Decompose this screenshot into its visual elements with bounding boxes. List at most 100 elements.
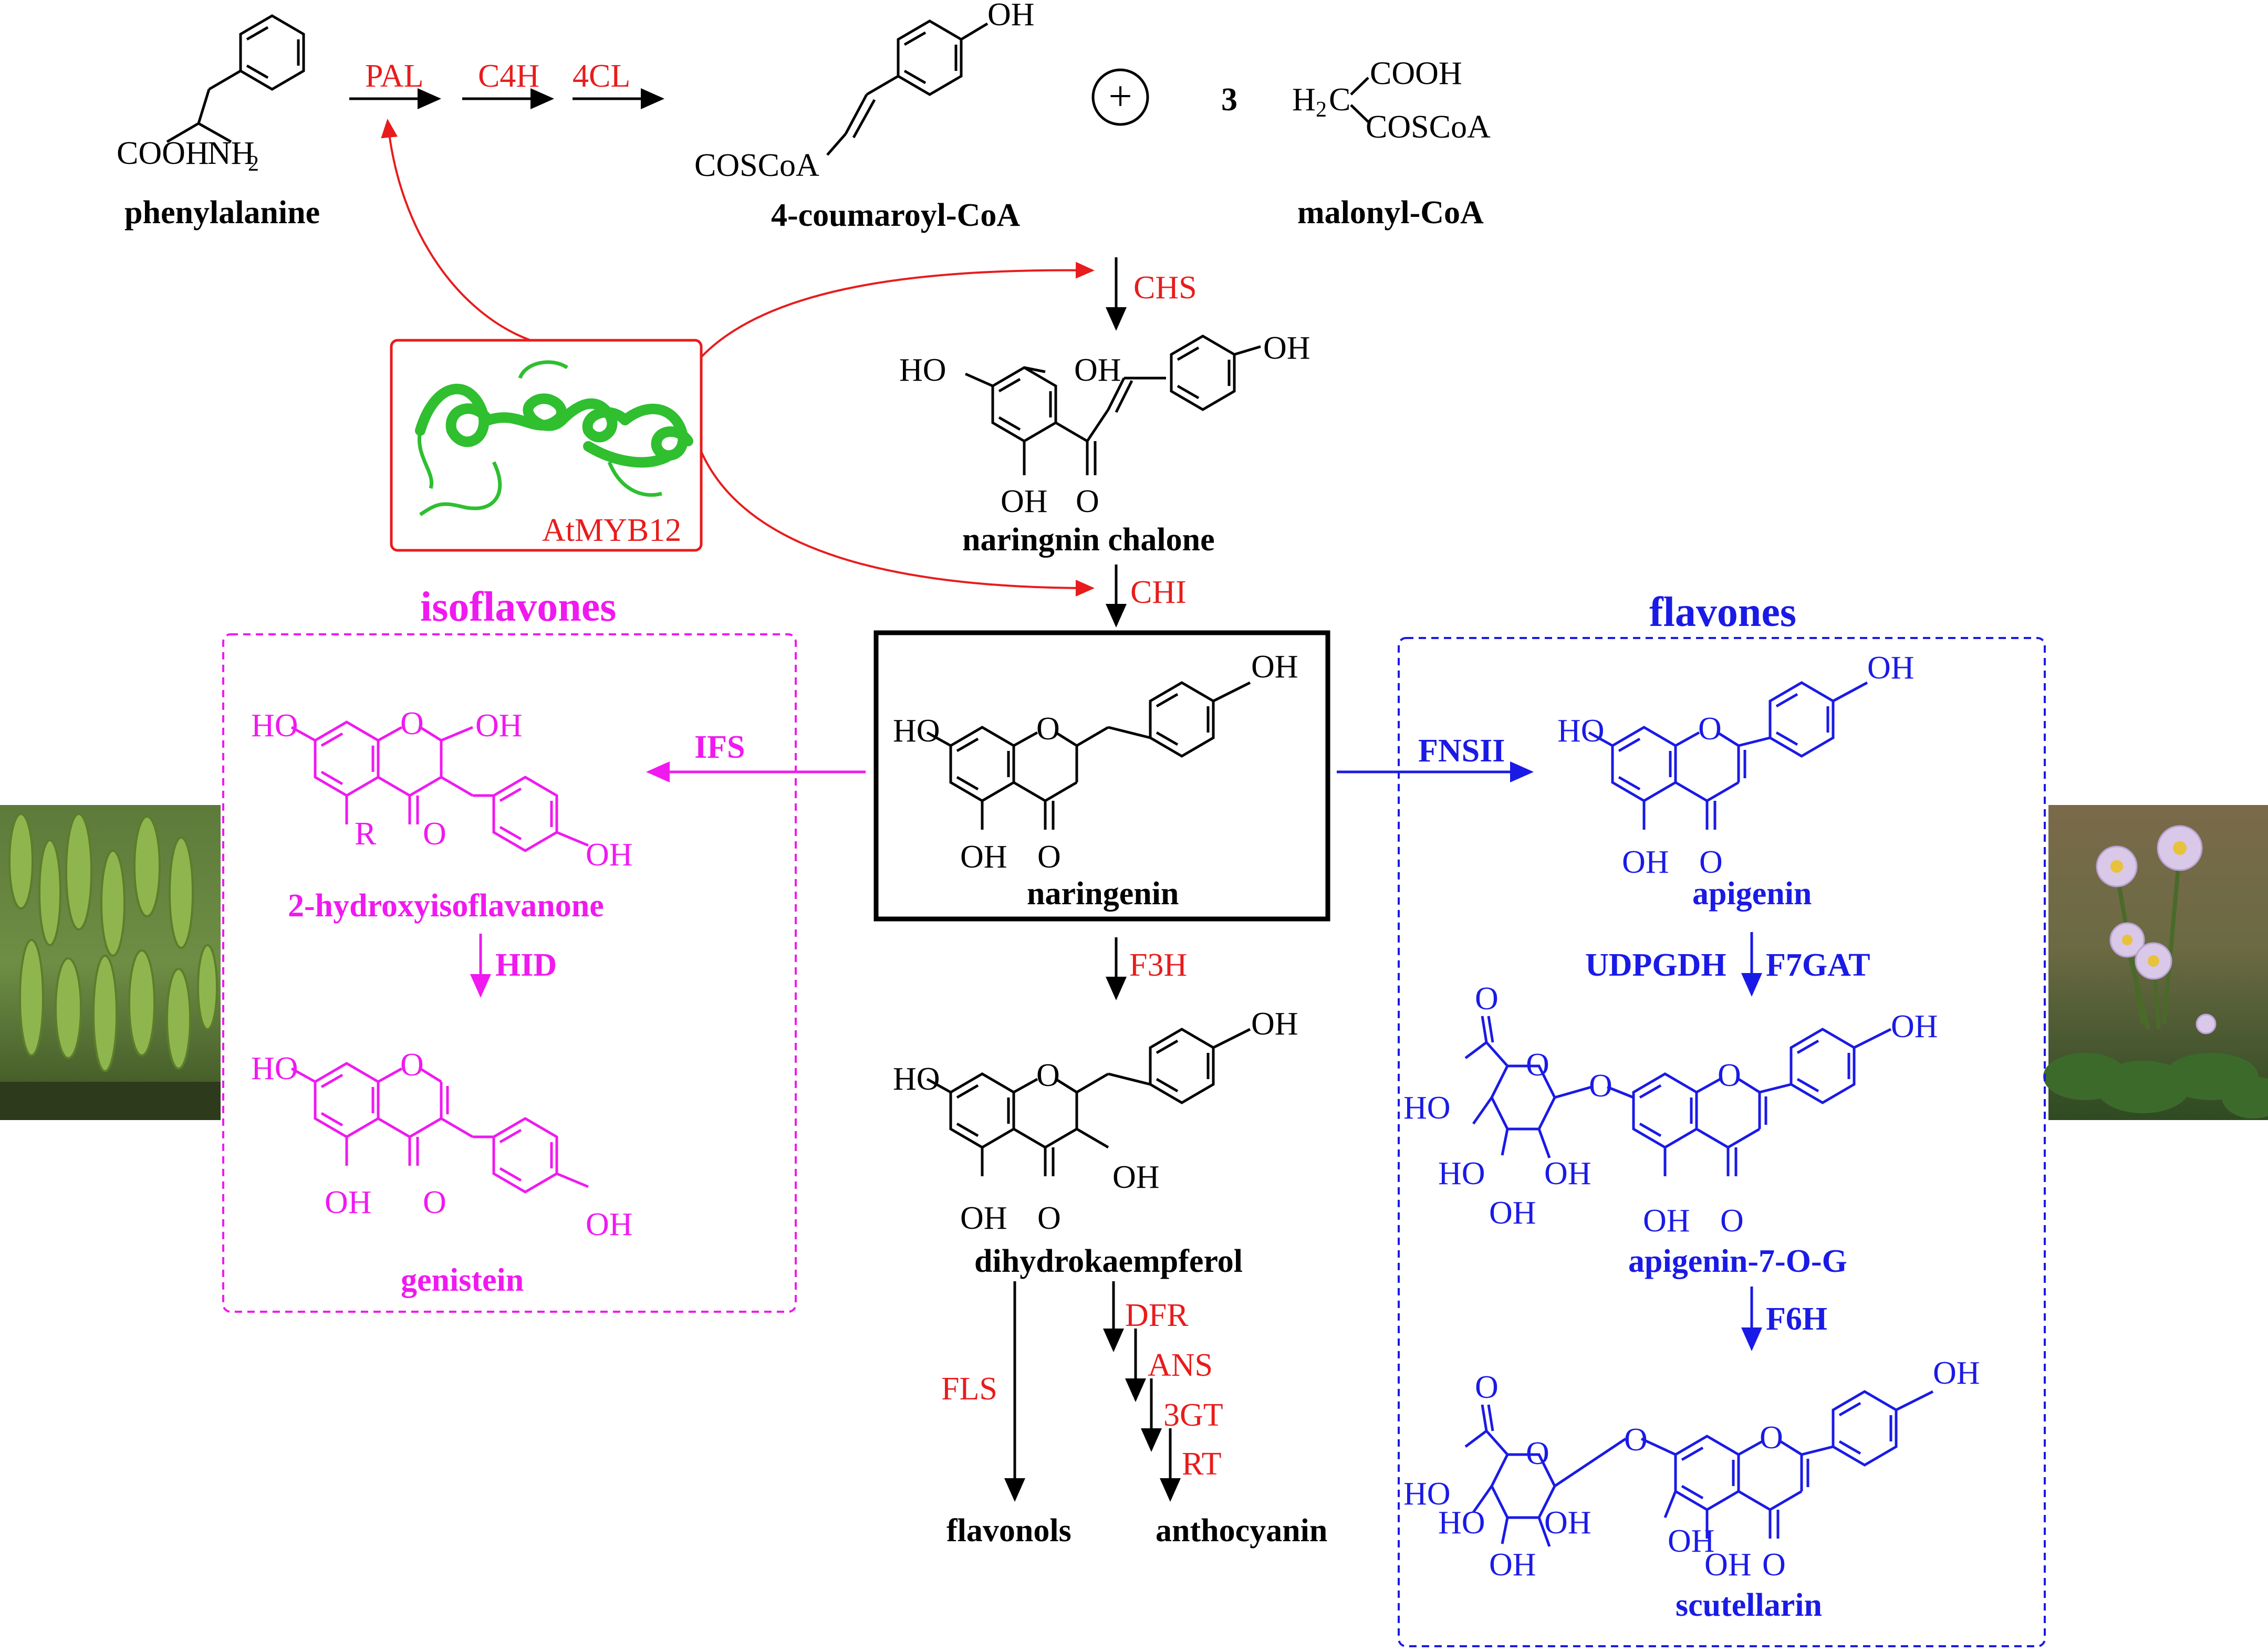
- enzyme-ans: ANS: [1148, 1347, 1213, 1383]
- scut-oh-sugar-2: OH: [1489, 1547, 1536, 1583]
- isoflavones-box: [222, 633, 797, 1313]
- genistein-label: genistein: [401, 1262, 524, 1298]
- malonyl-c: C: [1329, 82, 1350, 118]
- scut-ho-acid: HO: [1403, 1476, 1451, 1512]
- apigenin-oh-4p: OH: [1867, 650, 1915, 686]
- isoflavanone-ring-o: O: [400, 706, 424, 741]
- chalcone-o: O: [1076, 484, 1099, 519]
- flavones-header: flavones: [1649, 589, 1796, 635]
- malonyl-bonds: [1350, 77, 1369, 123]
- apigenin-o-4: O: [1699, 844, 1723, 880]
- a7og-oh-sugar-1: OH: [1544, 1156, 1591, 1191]
- scut-ho-sugar: HO: [1438, 1505, 1485, 1541]
- apigenin-oh-5: OH: [1622, 844, 1669, 880]
- chalcone-structure: [964, 334, 1261, 475]
- coumaroyl-coscoa: COSCoA: [694, 148, 819, 183]
- enzyme-dfr: DFR: [1125, 1298, 1189, 1333]
- naringenin-ho: HO: [893, 713, 940, 749]
- malonyl-h2c: H: [1292, 82, 1316, 118]
- phenylalanine-nh2: NH: [207, 135, 255, 171]
- chalcone-oh-2: OH: [1074, 352, 1121, 388]
- isoflavanone-o-4: O: [423, 816, 446, 852]
- scut-glycosidic-o: O: [1624, 1422, 1648, 1458]
- enzyme-hid: HID: [495, 947, 557, 983]
- atmyb12-label: AtMYB12: [542, 513, 681, 548]
- naringenin-oh-4p: OH: [1251, 649, 1298, 685]
- malonyl-coscoa: COSCoA: [1366, 109, 1491, 145]
- genistein-ho: HO: [251, 1051, 298, 1086]
- isoflavanone-oh-4p: OH: [586, 837, 633, 873]
- phenylalanine-nh2-subscript: 2: [248, 152, 259, 176]
- chalcone-oh-6: OH: [1001, 484, 1048, 519]
- enzyme-rt: RT: [1182, 1446, 1222, 1482]
- isoflavanone-ho: HO: [251, 708, 298, 744]
- scut-oh-6: OH: [1668, 1523, 1715, 1559]
- genistein-oh-4p: OH: [586, 1207, 633, 1242]
- genistein-ring-o: O: [400, 1047, 424, 1083]
- coumaroyl-coa-label: 4-coumaroyl-CoA: [771, 197, 1020, 233]
- a7og-oh-4p: OH: [1891, 1009, 1938, 1044]
- isoflavanone-oh-2: OH: [475, 708, 523, 744]
- genistein-structure: [290, 1062, 589, 1194]
- genistein-o-4: O: [423, 1185, 446, 1220]
- phenylalanine-cooh: COOH: [117, 135, 209, 171]
- dhk-o-4: O: [1037, 1200, 1061, 1236]
- phenylalanine-label: phenylalanine: [124, 195, 320, 231]
- enzyme-udpgdh: UDPGDH: [1585, 947, 1726, 983]
- apigenin-7og-structure: [1464, 1016, 1892, 1176]
- enzyme-chs: CHS: [1133, 270, 1197, 306]
- isoflavones-header: isoflavones: [420, 584, 616, 630]
- protein-loops: [417, 360, 662, 516]
- malonyl-cooh: COOH: [1370, 56, 1462, 91]
- naringenin-ring-o: O: [1036, 711, 1060, 747]
- dhk-ho: HO: [893, 1061, 940, 1097]
- enzyme-f3h: F3H: [1129, 947, 1187, 983]
- dhk-oh-5: OH: [960, 1200, 1007, 1236]
- a7og-ho-acid: HO: [1403, 1090, 1451, 1126]
- a7og-carboxyl-o: O: [1475, 981, 1499, 1017]
- a7og-sugar-o: O: [1526, 1047, 1549, 1083]
- coumaroyl-oh: OH: [987, 0, 1035, 33]
- malonyl-h2c-subscript: 2: [1316, 98, 1327, 122]
- enzyme-c4h: C4H: [478, 58, 539, 94]
- enzyme-4cl: 4CL: [573, 58, 630, 94]
- naringenin-oh-5: OH: [960, 839, 1007, 875]
- apigenin-ring-o: O: [1698, 711, 1722, 747]
- a7og-o-4: O: [1720, 1203, 1744, 1239]
- phenylalanine-structure: [166, 14, 305, 143]
- malonyl-coefficient: 3: [1221, 82, 1237, 118]
- chalcone-ho: HO: [899, 352, 946, 388]
- scut-carboxyl-o: O: [1475, 1369, 1499, 1405]
- plus-operator: +: [1091, 68, 1149, 126]
- anthocyanin-label: anthocyanin: [1156, 1513, 1327, 1549]
- dihydrokaempferol-label: dihydrokaempferol: [974, 1243, 1243, 1279]
- dhk-oh-4p: OH: [1251, 1006, 1298, 1042]
- naringenin-label: naringenin: [1027, 876, 1179, 912]
- coumaroyl-coa-structure: [826, 19, 989, 156]
- a7og-oh-sugar-2: OH: [1489, 1195, 1536, 1231]
- flavonols-label: flavonols: [946, 1513, 1071, 1549]
- a7og-oh-5: OH: [1643, 1203, 1690, 1239]
- scut-sugar-o: O: [1526, 1436, 1549, 1471]
- erigeron-flower-photo: [2043, 805, 2268, 1120]
- soybean-plant-photo: [0, 805, 221, 1120]
- flavones-box: [1398, 637, 2046, 1647]
- scut-o-4: O: [1762, 1547, 1786, 1583]
- protein-ribbon: [415, 383, 693, 468]
- naringenin-o-4: O: [1037, 839, 1061, 875]
- downstream-arrows: [1004, 1281, 1181, 1502]
- apigenin-structure: [1588, 681, 1868, 830]
- enzyme-fnsii: FNSII: [1418, 733, 1505, 769]
- a7og-ho-sugar: HO: [1438, 1156, 1485, 1191]
- enzyme-pal: PAL: [365, 58, 423, 94]
- malonyl-coa-label: malonyl-CoA: [1297, 195, 1484, 231]
- enzyme-chi: CHI: [1130, 574, 1187, 610]
- a7og-ring-o: O: [1718, 1058, 1741, 1093]
- hydroxyisoflavanone-label: 2-hydroxyisoflavanone: [288, 888, 604, 924]
- chalcone-oh-4p: OH: [1263, 330, 1310, 366]
- isoflavanone-r: R: [355, 816, 377, 852]
- apigenin-7og-label: apigenin-7-O-G: [1628, 1243, 1847, 1279]
- atmyb12-protein-box: AtMYB12: [390, 339, 703, 552]
